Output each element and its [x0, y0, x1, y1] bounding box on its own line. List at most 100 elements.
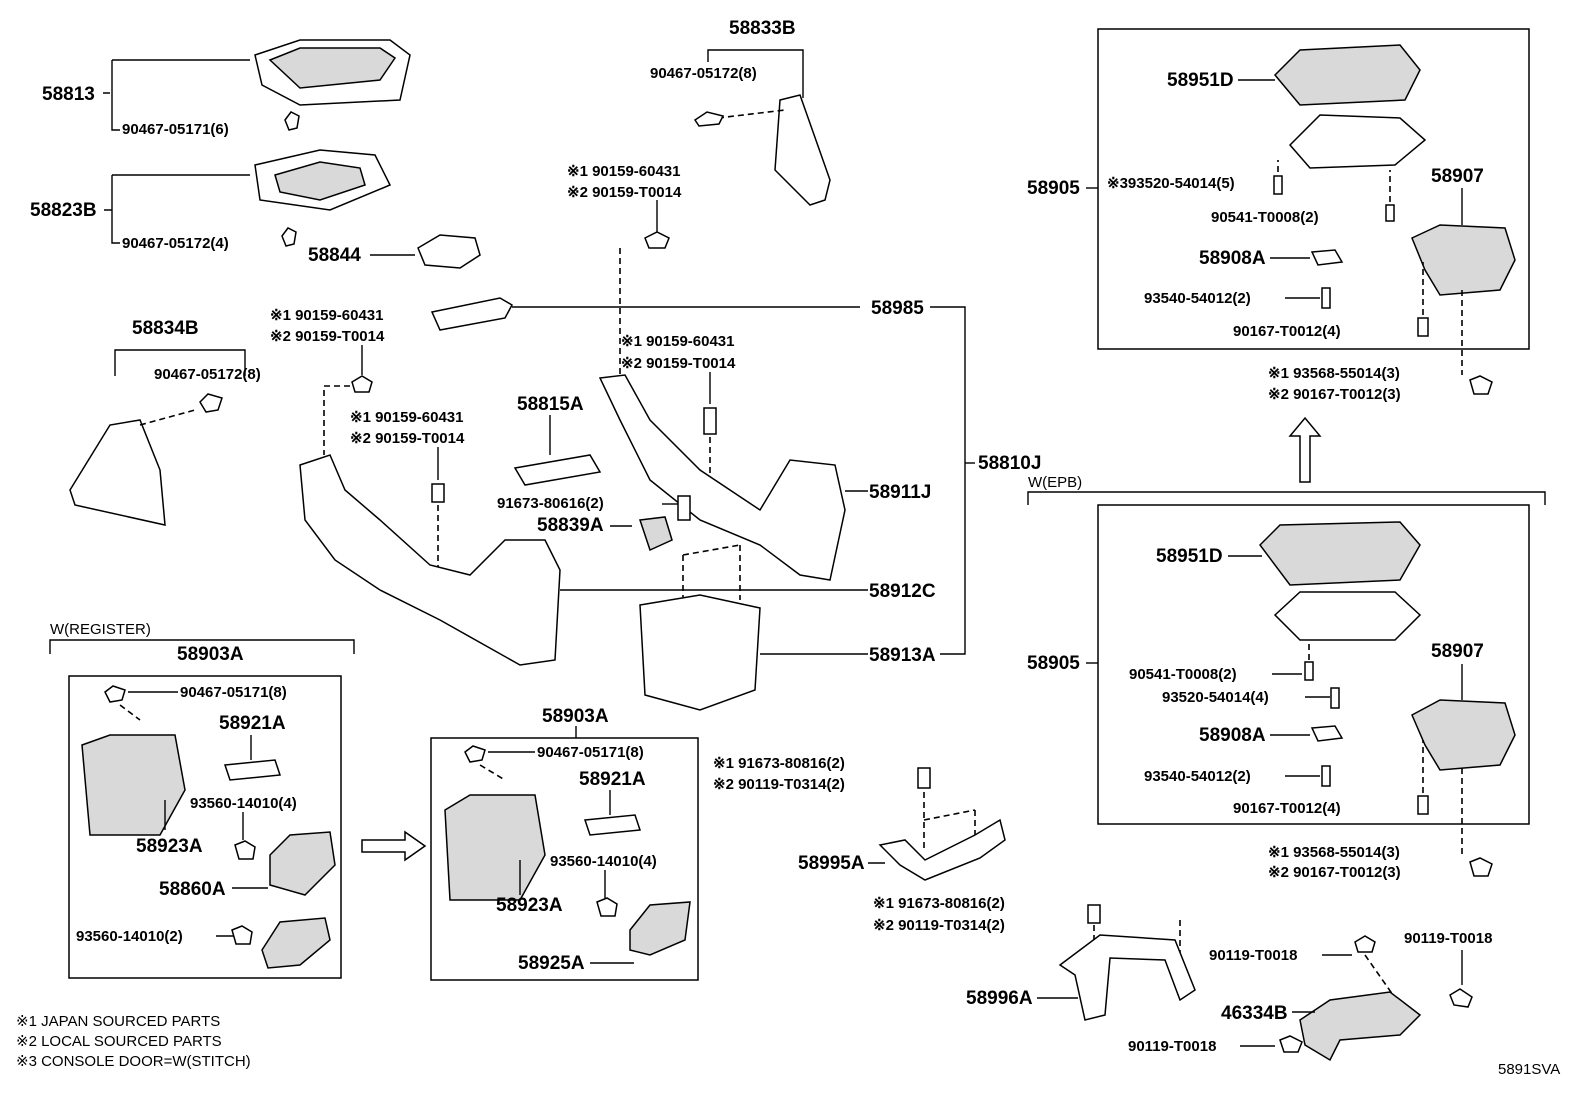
label-58913a[interactable]: 58913A — [869, 645, 936, 666]
label-90159-60431-a[interactable]: ※1 90159-60431 — [567, 163, 681, 180]
label-58923a-b[interactable]: 58923A — [496, 895, 563, 916]
label-58907-a[interactable]: 58907 — [1431, 166, 1484, 187]
part-58908a-a — [1310, 249, 1344, 266]
arrow-up — [1288, 416, 1322, 483]
part-58844 — [370, 234, 481, 269]
label-90167-t0012-4b[interactable]: 90167-T0012(4) — [1233, 800, 1341, 817]
label-58860a[interactable]: 58860A — [159, 879, 226, 900]
label-90159-60431-d[interactable]: ※1 90159-60431 — [621, 333, 735, 350]
label-58905-a[interactable]: 58905 — [1027, 178, 1080, 199]
screw-90541-b — [1304, 661, 1314, 681]
label-w-register[interactable]: W(REGISTER) — [50, 621, 151, 638]
label-93568-55014-b[interactable]: ※1 93568-55014(3) — [1268, 844, 1400, 861]
label-93540-54012-b[interactable]: 93540-54012(2) — [1144, 768, 1251, 785]
screw-90541-a — [1385, 204, 1395, 222]
label-93540-54012-a[interactable]: 93540-54012(2) — [1144, 290, 1251, 307]
label-90119-t0314-a[interactable]: ※2 90119-T0314(2) — [713, 776, 845, 793]
label-93560-14010-4b[interactable]: 93560-14010(4) — [550, 853, 657, 870]
label-58839a[interactable]: 58839A — [537, 515, 604, 536]
label-58903a-b[interactable]: 58903A — [542, 706, 609, 727]
part-58834b — [69, 349, 246, 526]
label-90467-05172-8b[interactable]: 90467-05172(8) — [650, 65, 757, 82]
clip-90467-05171-a — [104, 685, 126, 703]
label-93520-54014[interactable]: 93520-54014(4) — [1162, 689, 1269, 706]
part-58839a — [638, 516, 673, 552]
label-58810j[interactable]: 58810J — [978, 453, 1041, 474]
label-90159-t0014-a[interactable]: ※2 90159-T0014 — [567, 184, 682, 201]
screw-93568-b — [1469, 857, 1493, 877]
diagram-code: 5891SVA — [1498, 1061, 1560, 1078]
label-58951d-a[interactable]: 58951D — [1167, 70, 1234, 91]
label-58905-b[interactable]: 58905 — [1027, 653, 1080, 674]
label-393520-54014[interactable]: ※393520-54014(5) — [1107, 175, 1235, 192]
label-w-epb[interactable]: W(EPB) — [1028, 474, 1082, 491]
note-2: ※2 LOCAL SOURCED PARTS — [16, 1033, 222, 1050]
bracket-w-register — [49, 639, 355, 654]
label-58834b[interactable]: 58834B — [132, 318, 199, 339]
label-90159-60431-c[interactable]: ※1 90159-60431 — [350, 409, 464, 426]
label-58911j[interactable]: 58911J — [869, 482, 931, 503]
label-58921a-a[interactable]: 58921A — [219, 713, 286, 734]
clip-90467-05171-b — [464, 745, 486, 763]
label-90119-t0018-b[interactable]: 90119-T0018 — [1404, 930, 1492, 947]
label-90159-t0014-d[interactable]: ※2 90159-T0014 — [621, 355, 736, 372]
part-58951d-a — [1273, 44, 1421, 106]
screw-90167-b — [1417, 795, 1429, 815]
label-90541-t0008-b[interactable]: 90541-T0008(2) — [1129, 666, 1237, 683]
label-58813[interactable]: 58813 — [42, 84, 95, 105]
label-58903a-a[interactable]: 58903A — [177, 644, 244, 665]
label-58995a[interactable]: 58995A — [798, 853, 865, 874]
note-3: ※3 CONSOLE DOOR=W(STITCH) — [16, 1053, 251, 1070]
label-90119-t0314-b[interactable]: ※2 90119-T0314(2) — [873, 917, 1005, 934]
label-90167-t0012-4a[interactable]: 90167-T0012(4) — [1233, 323, 1341, 340]
label-90119-t0018-a[interactable]: 90119-T0018 — [1209, 947, 1297, 964]
label-58951d-b[interactable]: 58951D — [1156, 546, 1223, 567]
label-91673-80816-a[interactable]: ※1 91673-80816(2) — [713, 755, 845, 772]
label-58823b[interactable]: 58823B — [30, 200, 97, 221]
label-90119-t0018-c[interactable]: 90119-T0018 — [1128, 1038, 1216, 1055]
label-58996a[interactable]: 58996A — [966, 988, 1033, 1009]
label-58925a[interactable]: 58925A — [518, 953, 585, 974]
label-90467-05172-8a[interactable]: 90467-05172(8) — [154, 366, 261, 383]
label-90467-05171-8b[interactable]: 90467-05171(8) — [537, 744, 644, 761]
label-58923a-a[interactable]: 58923A — [136, 836, 203, 857]
label-90467-05172-4[interactable]: 90467-05172(4) — [122, 235, 229, 252]
screw-93560-c — [596, 897, 618, 917]
label-58908a-b[interactable]: 58908A — [1199, 725, 1266, 746]
part-58985 — [430, 297, 975, 655]
label-91673-80816-b[interactable]: ※1 91673-80816(2) — [873, 895, 1005, 912]
part-58921a-a — [223, 759, 282, 781]
label-58912c[interactable]: 58912C — [869, 581, 936, 602]
part-58860a — [269, 831, 336, 896]
screw-91673-80616 — [677, 495, 691, 521]
label-90541-t0008-a[interactable]: 90541-T0008(2) — [1211, 209, 1319, 226]
label-90159-60431-b[interactable]: ※1 90159-60431 — [270, 307, 384, 324]
label-58921a-b[interactable]: 58921A — [579, 769, 646, 790]
label-91673-80616[interactable]: 91673-80616(2) — [497, 495, 604, 512]
label-90167-t0012-3b[interactable]: ※2 90167-T0012(3) — [1268, 864, 1401, 881]
label-58833b[interactable]: 58833B — [729, 18, 796, 39]
label-58908a-a[interactable]: 58908A — [1199, 248, 1266, 269]
label-93568-55014-a[interactable]: ※1 93568-55014(3) — [1268, 365, 1400, 382]
label-90159-t0014-b[interactable]: ※2 90159-T0014 — [270, 328, 385, 345]
screw-93560-a — [234, 840, 256, 860]
label-90159-t0014-c[interactable]: ※2 90159-T0014 — [350, 430, 465, 447]
screw-90159-a — [644, 231, 670, 249]
screw-90159-d — [703, 407, 717, 435]
label-93560-14010-4a[interactable]: 93560-14010(4) — [190, 795, 297, 812]
label-58985[interactable]: 58985 — [871, 298, 924, 319]
label-58907-b[interactable]: 58907 — [1431, 641, 1484, 662]
label-58815a[interactable]: 58815A — [517, 394, 584, 415]
label-90467-05171-8a[interactable]: 90467-05171(8) — [180, 684, 287, 701]
label-58844[interactable]: 58844 — [308, 245, 361, 266]
bracket-w-epb — [1027, 491, 1546, 505]
screw-393520 — [1273, 175, 1283, 195]
part-58907-b — [1411, 699, 1516, 771]
screw-93568-a — [1469, 375, 1493, 395]
label-93560-14010-2[interactable]: 93560-14010(2) — [76, 928, 183, 945]
label-90467-05171-6[interactable]: 90467-05171(6) — [122, 121, 229, 138]
label-46334b[interactable]: 46334B — [1221, 1003, 1288, 1024]
part-58923a-b — [444, 794, 546, 901]
label-90167-t0012-3a[interactable]: ※2 90167-T0012(3) — [1268, 386, 1401, 403]
